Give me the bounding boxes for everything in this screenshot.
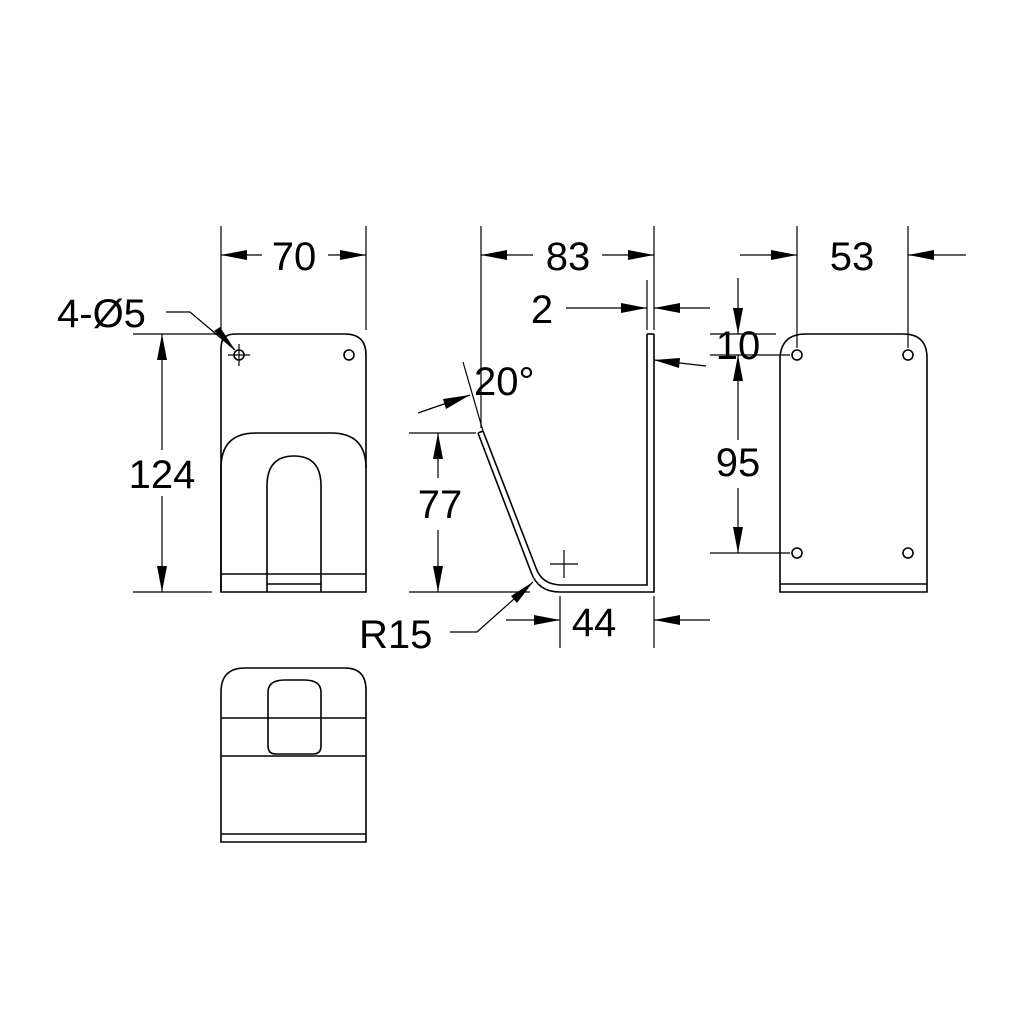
bottom-slot xyxy=(267,679,322,755)
back-view xyxy=(779,333,928,593)
dimension-hole-offset-top: 10 xyxy=(710,278,790,440)
dimension-bend-radius: R15 xyxy=(359,581,534,657)
dim-label-base-length: 44 xyxy=(572,601,617,645)
side-view xyxy=(477,333,655,593)
arrow-angle xyxy=(443,395,470,409)
back-hole-bottom-left xyxy=(791,547,803,559)
arrow-up xyxy=(733,355,743,381)
arrow-right xyxy=(628,250,654,260)
dimension-width-front: 70 xyxy=(220,226,367,330)
dim-label-lip-height: 77 xyxy=(418,483,463,527)
back-outline xyxy=(779,333,928,593)
dim-label-height-total: 124 xyxy=(129,453,196,497)
arrow-left xyxy=(654,615,680,625)
dim-label-hole-callout: 4-Ø5 xyxy=(57,292,146,336)
dimension-base-length: 44 xyxy=(506,596,710,648)
dim-label-hole-spacing-height: 95 xyxy=(716,441,761,485)
arrow-down xyxy=(733,308,743,334)
arrow-down xyxy=(157,566,167,592)
side-profile-inner xyxy=(482,334,648,586)
arrow-leader xyxy=(654,358,680,368)
arrow-up xyxy=(157,334,167,360)
dim-label-angle: 20° xyxy=(474,360,535,404)
arrow-up xyxy=(433,433,443,459)
side-lip-edge xyxy=(477,430,484,434)
front-outline xyxy=(220,333,367,593)
back-hole-top-right xyxy=(902,349,914,361)
dimension-lip-height: 77 xyxy=(409,432,530,593)
dim-label-hole-offset-top: 10 xyxy=(716,324,761,368)
dimension-height-total: 124 xyxy=(129,333,218,593)
dim-label-width-front: 70 xyxy=(272,235,317,279)
front-cutout-arch xyxy=(220,432,367,592)
dimension-hole-spacing-height: 95 xyxy=(710,441,790,554)
front-slot xyxy=(266,455,322,592)
arrow-left xyxy=(221,250,247,260)
bottom-view xyxy=(220,667,367,843)
dimension-depth-total: 83 xyxy=(480,226,655,428)
side-profile-outer xyxy=(477,334,655,593)
dimension-hole-spacing-width: 53 xyxy=(740,226,966,348)
dimension-thickness: 2 xyxy=(531,280,710,332)
arrow-left xyxy=(908,250,934,260)
dim-label-depth-total: 83 xyxy=(546,235,591,279)
arrow-left xyxy=(481,250,507,260)
arrow-radius xyxy=(511,582,533,603)
arrow-right xyxy=(771,250,797,260)
back-hole-bottom-right xyxy=(902,547,914,559)
back-hole-top-left xyxy=(791,349,803,361)
dimension-hole-callout: 4-Ø5 xyxy=(57,292,236,351)
arrow-right xyxy=(340,250,366,260)
arrow-down xyxy=(733,527,743,553)
bottom-outline xyxy=(220,667,367,843)
arrow-right xyxy=(621,303,647,313)
dim-label-bend-radius: R15 xyxy=(359,613,432,657)
front-view xyxy=(220,333,367,593)
front-hole-right xyxy=(343,349,355,361)
arrow-hole xyxy=(214,327,235,350)
dimension-angle: 20° xyxy=(417,360,535,432)
arrow-down xyxy=(433,566,443,592)
dim-label-hole-spacing-width: 53 xyxy=(830,235,875,279)
arrow-left xyxy=(654,303,680,313)
dim-label-thickness: 2 xyxy=(531,288,553,332)
arrow-right xyxy=(534,615,560,625)
dimension-thickness-leader xyxy=(653,358,707,368)
